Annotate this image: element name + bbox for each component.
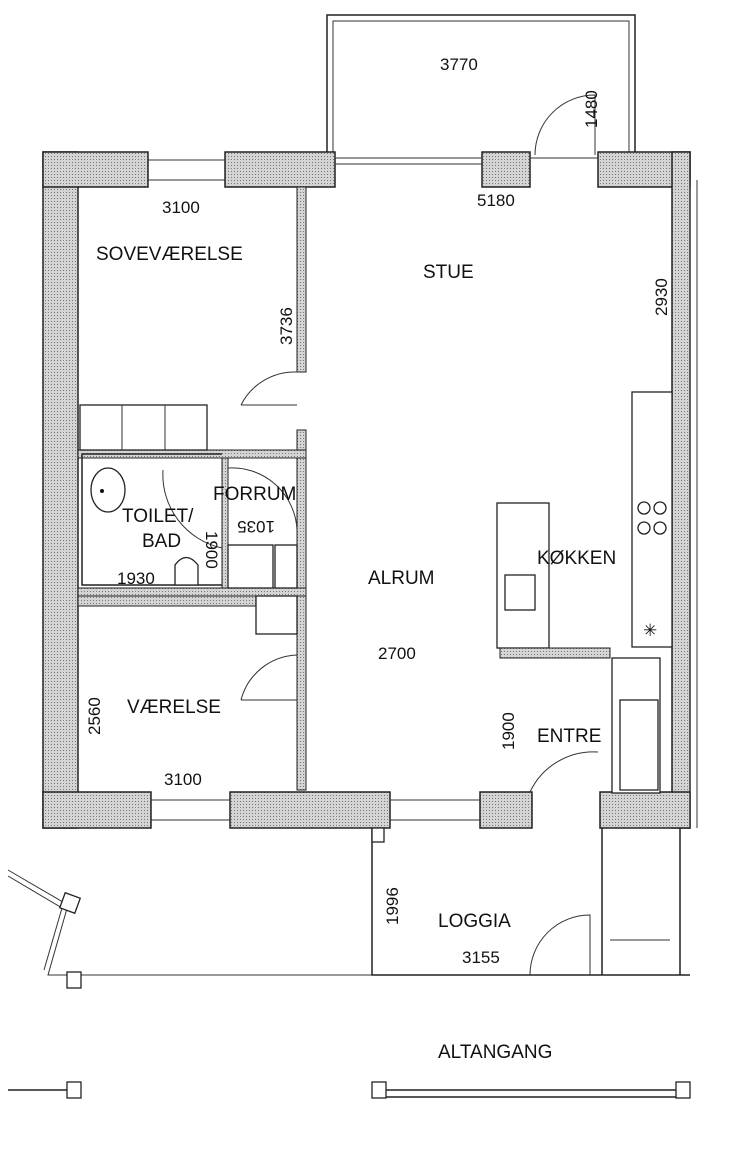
room-label-vaerelse: VÆRELSE <box>127 697 221 718</box>
dim-balcony-depth: 1480 <box>582 90 601 128</box>
room-label-soveraerelse: SOVEVÆRELSE <box>96 244 243 265</box>
dim-bath-depth: 1900 <box>202 531 221 569</box>
fan-icon: ✳ <box>643 621 657 640</box>
kitchen-fixtures: ✳ <box>496 391 673 794</box>
dim-balcony-width: 3770 <box>440 55 478 74</box>
dim-stue-depth: 2930 <box>652 278 671 316</box>
dim-alrum-width: 2700 <box>378 644 416 663</box>
dim-bedroom-depth: 3736 <box>277 307 296 345</box>
room-label-stue: STUE <box>423 262 474 283</box>
dim-bedroom-width: 3100 <box>162 198 200 217</box>
room-label-forrum: FORRUM <box>213 484 296 505</box>
dim-bath-width: 1930 <box>117 569 155 588</box>
label-altangang: ALTANGANG <box>438 1042 552 1063</box>
balcony <box>326 14 636 156</box>
room-label-kokken: KØKKEN <box>537 548 616 569</box>
room-label-toilet: TOILET/ <box>122 506 194 527</box>
exterior-walls <box>42 151 698 829</box>
dim-loggia-width: 3155 <box>462 948 500 967</box>
interior-walls <box>77 186 599 793</box>
dim-vaerelse-width: 3100 <box>164 770 202 789</box>
dim-loggia-depth: 1996 <box>383 887 402 925</box>
dim-entre-depth: 1900 <box>499 712 518 750</box>
loggia <box>371 827 690 976</box>
room-label-bad: BAD <box>142 531 181 552</box>
dim-stue-width: 5180 <box>477 191 515 210</box>
dim-forrum: 1035 <box>237 517 275 536</box>
room-label-entre: ENTRE <box>537 726 601 747</box>
room-label-loggia: LOGGIA <box>438 911 511 932</box>
dim-vaerelse-depth: 2560 <box>85 697 104 735</box>
room-label-alrum: ALRUM <box>368 568 435 589</box>
outdoor-railing <box>7 869 691 1099</box>
